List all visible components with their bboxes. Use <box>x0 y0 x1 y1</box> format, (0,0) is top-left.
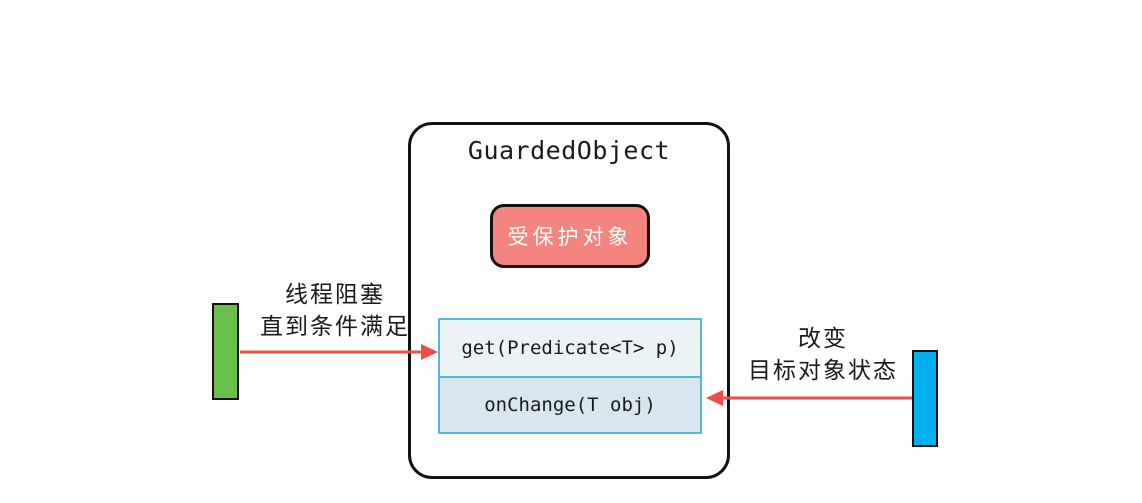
method-onchange-node: onChange(T obj) <box>438 376 702 434</box>
waiting-thread-bar <box>212 303 239 400</box>
left-annotation: 线程阻塞 直到条件满足 <box>240 279 430 343</box>
diagram-title: GuardedObject <box>467 136 671 165</box>
left-annotation-line2: 直到条件满足 <box>260 314 410 340</box>
left-annotation-line1: 线程阻塞 <box>285 282 385 308</box>
right-annotation-line2: 目标对象状态 <box>748 358 898 384</box>
protected-object-label: 受保护对象 <box>507 225 633 249</box>
method-get-label: get(Predicate<T> p) <box>461 337 679 359</box>
arrow-to-get-icon <box>240 344 438 360</box>
arrow-to-onchange-icon <box>706 390 912 406</box>
protected-object-node: 受保护对象 <box>490 204 650 268</box>
right-annotation: 改变 目标对象状态 <box>728 323 918 387</box>
changer-thread-bar <box>912 350 938 447</box>
right-annotation-line1: 改变 <box>798 326 848 352</box>
method-onchange-label: onChange(T obj) <box>484 394 656 416</box>
method-get-node: get(Predicate<T> p) <box>438 318 702 378</box>
